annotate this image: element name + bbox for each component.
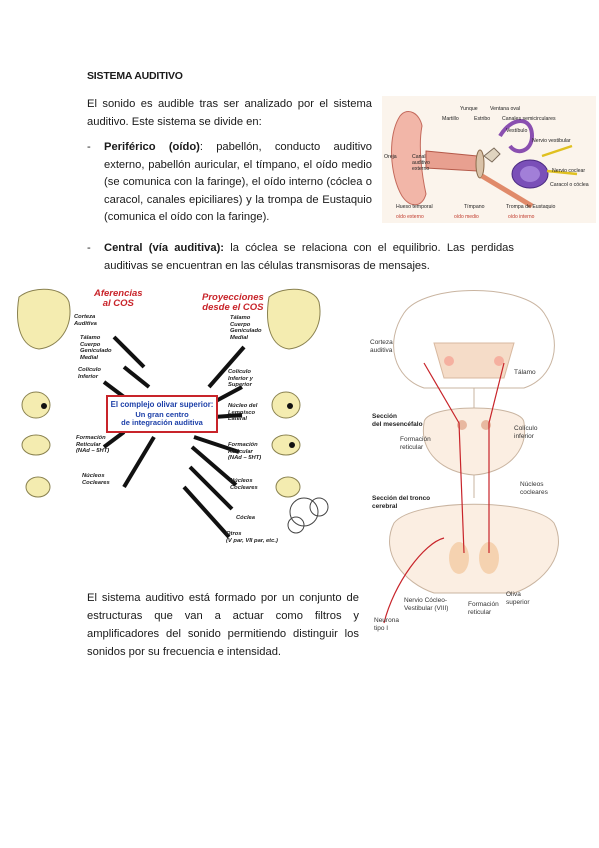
bullet-central-title: Central (vía auditiva): xyxy=(104,242,225,254)
intro-paragraph: El sonido es audible tras ser analizado … xyxy=(87,98,372,128)
brain-label: Núcleos cocleares xyxy=(520,481,548,496)
bullet-peripheral: - Periférico (oído): pabellón, conducto … xyxy=(87,139,373,227)
auditory-pathway-diagram: Corteza auditiva Tálamo Sección del mese… xyxy=(364,283,586,640)
ear-label: Caracol o cóclea xyxy=(550,182,589,188)
brain-label: Formación reticular xyxy=(400,436,431,451)
brain-label: Formación reticular xyxy=(468,601,499,616)
afferent-title: Aferencias al COS xyxy=(94,288,143,309)
cos-right-label: Cóclea xyxy=(236,515,256,521)
ear-label: Canales semicirculares xyxy=(502,116,556,122)
cos-left-label: Corteza Auditiva xyxy=(74,314,97,327)
brain-label: Nervio Cócleo- Vestibular (VIII) xyxy=(404,597,449,612)
bullet-peripheral-title: Periférico (oído) xyxy=(104,141,200,153)
ear-label: Tímpano xyxy=(464,204,485,210)
page-title: SISTEMA AUDITIVO xyxy=(87,70,183,82)
ear-section-label: oído medio xyxy=(454,214,479,220)
brain-label: Tálamo xyxy=(514,369,536,376)
cos-right-label: Formación Reticular (NAd – 5HT) xyxy=(228,442,262,461)
ear-label: Nervio vestibular xyxy=(532,138,571,144)
brain-label: Corteza auditiva xyxy=(370,339,393,354)
ear-label: Martillo xyxy=(442,116,459,122)
cos-left-label: Tálamo Cuerpo Geniculado Medial xyxy=(80,335,112,361)
ear-label: Ventana oval xyxy=(490,106,520,112)
cos-left-label: Núcleos Cocleares xyxy=(82,473,110,486)
cos-right-label: Otros (V par, VII par, etc.) xyxy=(226,531,278,544)
cos-diagram: Aferencias al COS Proyecciones desde el … xyxy=(14,287,354,559)
brain-section-label: Sección del mesencéfalo xyxy=(372,413,423,428)
cos-illustration xyxy=(17,288,329,539)
ear-label: Nervio coclear xyxy=(552,168,586,174)
ear-label: Trompa de Eustaquio xyxy=(506,204,556,210)
brain-label: Colículo inferior xyxy=(514,425,538,440)
bullet-central-text: la cóclea se relaciona con el equilibrio… xyxy=(104,242,515,272)
ear-label: Yunque xyxy=(460,106,478,112)
brain-label: Neurona tipo I xyxy=(374,617,399,632)
cos-box-title: El complejo olivar superior: xyxy=(110,400,214,409)
bullet-dash: - xyxy=(87,141,91,153)
cos-right-label: Colículo Inferior y Superior xyxy=(228,369,253,388)
ear-label: Oreja xyxy=(384,154,397,160)
ear-label: Estribo xyxy=(474,116,491,122)
cos-right-label: Núcleo del Lemnisco Lateral xyxy=(228,403,258,422)
ear-label: Hueso temporal xyxy=(396,204,433,210)
ear-label: Vestíbulo xyxy=(506,128,528,134)
cos-left-label: Colículo Inferior xyxy=(78,367,101,380)
cos-right-label: Núcleos Cocleares xyxy=(230,478,258,491)
brain-section-label: Sección del tronco cerebral xyxy=(372,495,431,510)
ear-section-label: oído externo xyxy=(396,214,424,220)
projection-title: Proyecciones desde el COS xyxy=(202,292,264,313)
cos-box-subtitle: Un gran centro de integración auditiva xyxy=(121,410,203,427)
ear-illustration xyxy=(382,96,596,223)
cos-right-label: Tálamo Cuerpo Geniculado Medial xyxy=(230,315,262,341)
cos-left-label: Formación Reticular (NAd – 5HT) xyxy=(76,435,110,454)
ear-anatomy-figure: Yunque Ventana oval Martillo Estribo Can… xyxy=(382,96,596,223)
ear-section-label: oído interno xyxy=(508,214,535,220)
bullet-peripheral-text: : pabellón, conducto auditivo externo, p… xyxy=(104,141,373,223)
bullet-dash: - xyxy=(87,242,91,254)
brain-label: Oliva superior xyxy=(506,591,530,606)
brain-illustration xyxy=(383,290,559,624)
ear-label: Canal auditivo externo xyxy=(412,154,430,172)
bullet-central: - Central (vía auditiva): la cóclea se r… xyxy=(87,240,515,275)
closing-paragraph: El sistema auditivo está formado por un … xyxy=(87,592,359,658)
cos-highlight-box: El complejo olivar superior: Un gran cen… xyxy=(106,395,218,433)
